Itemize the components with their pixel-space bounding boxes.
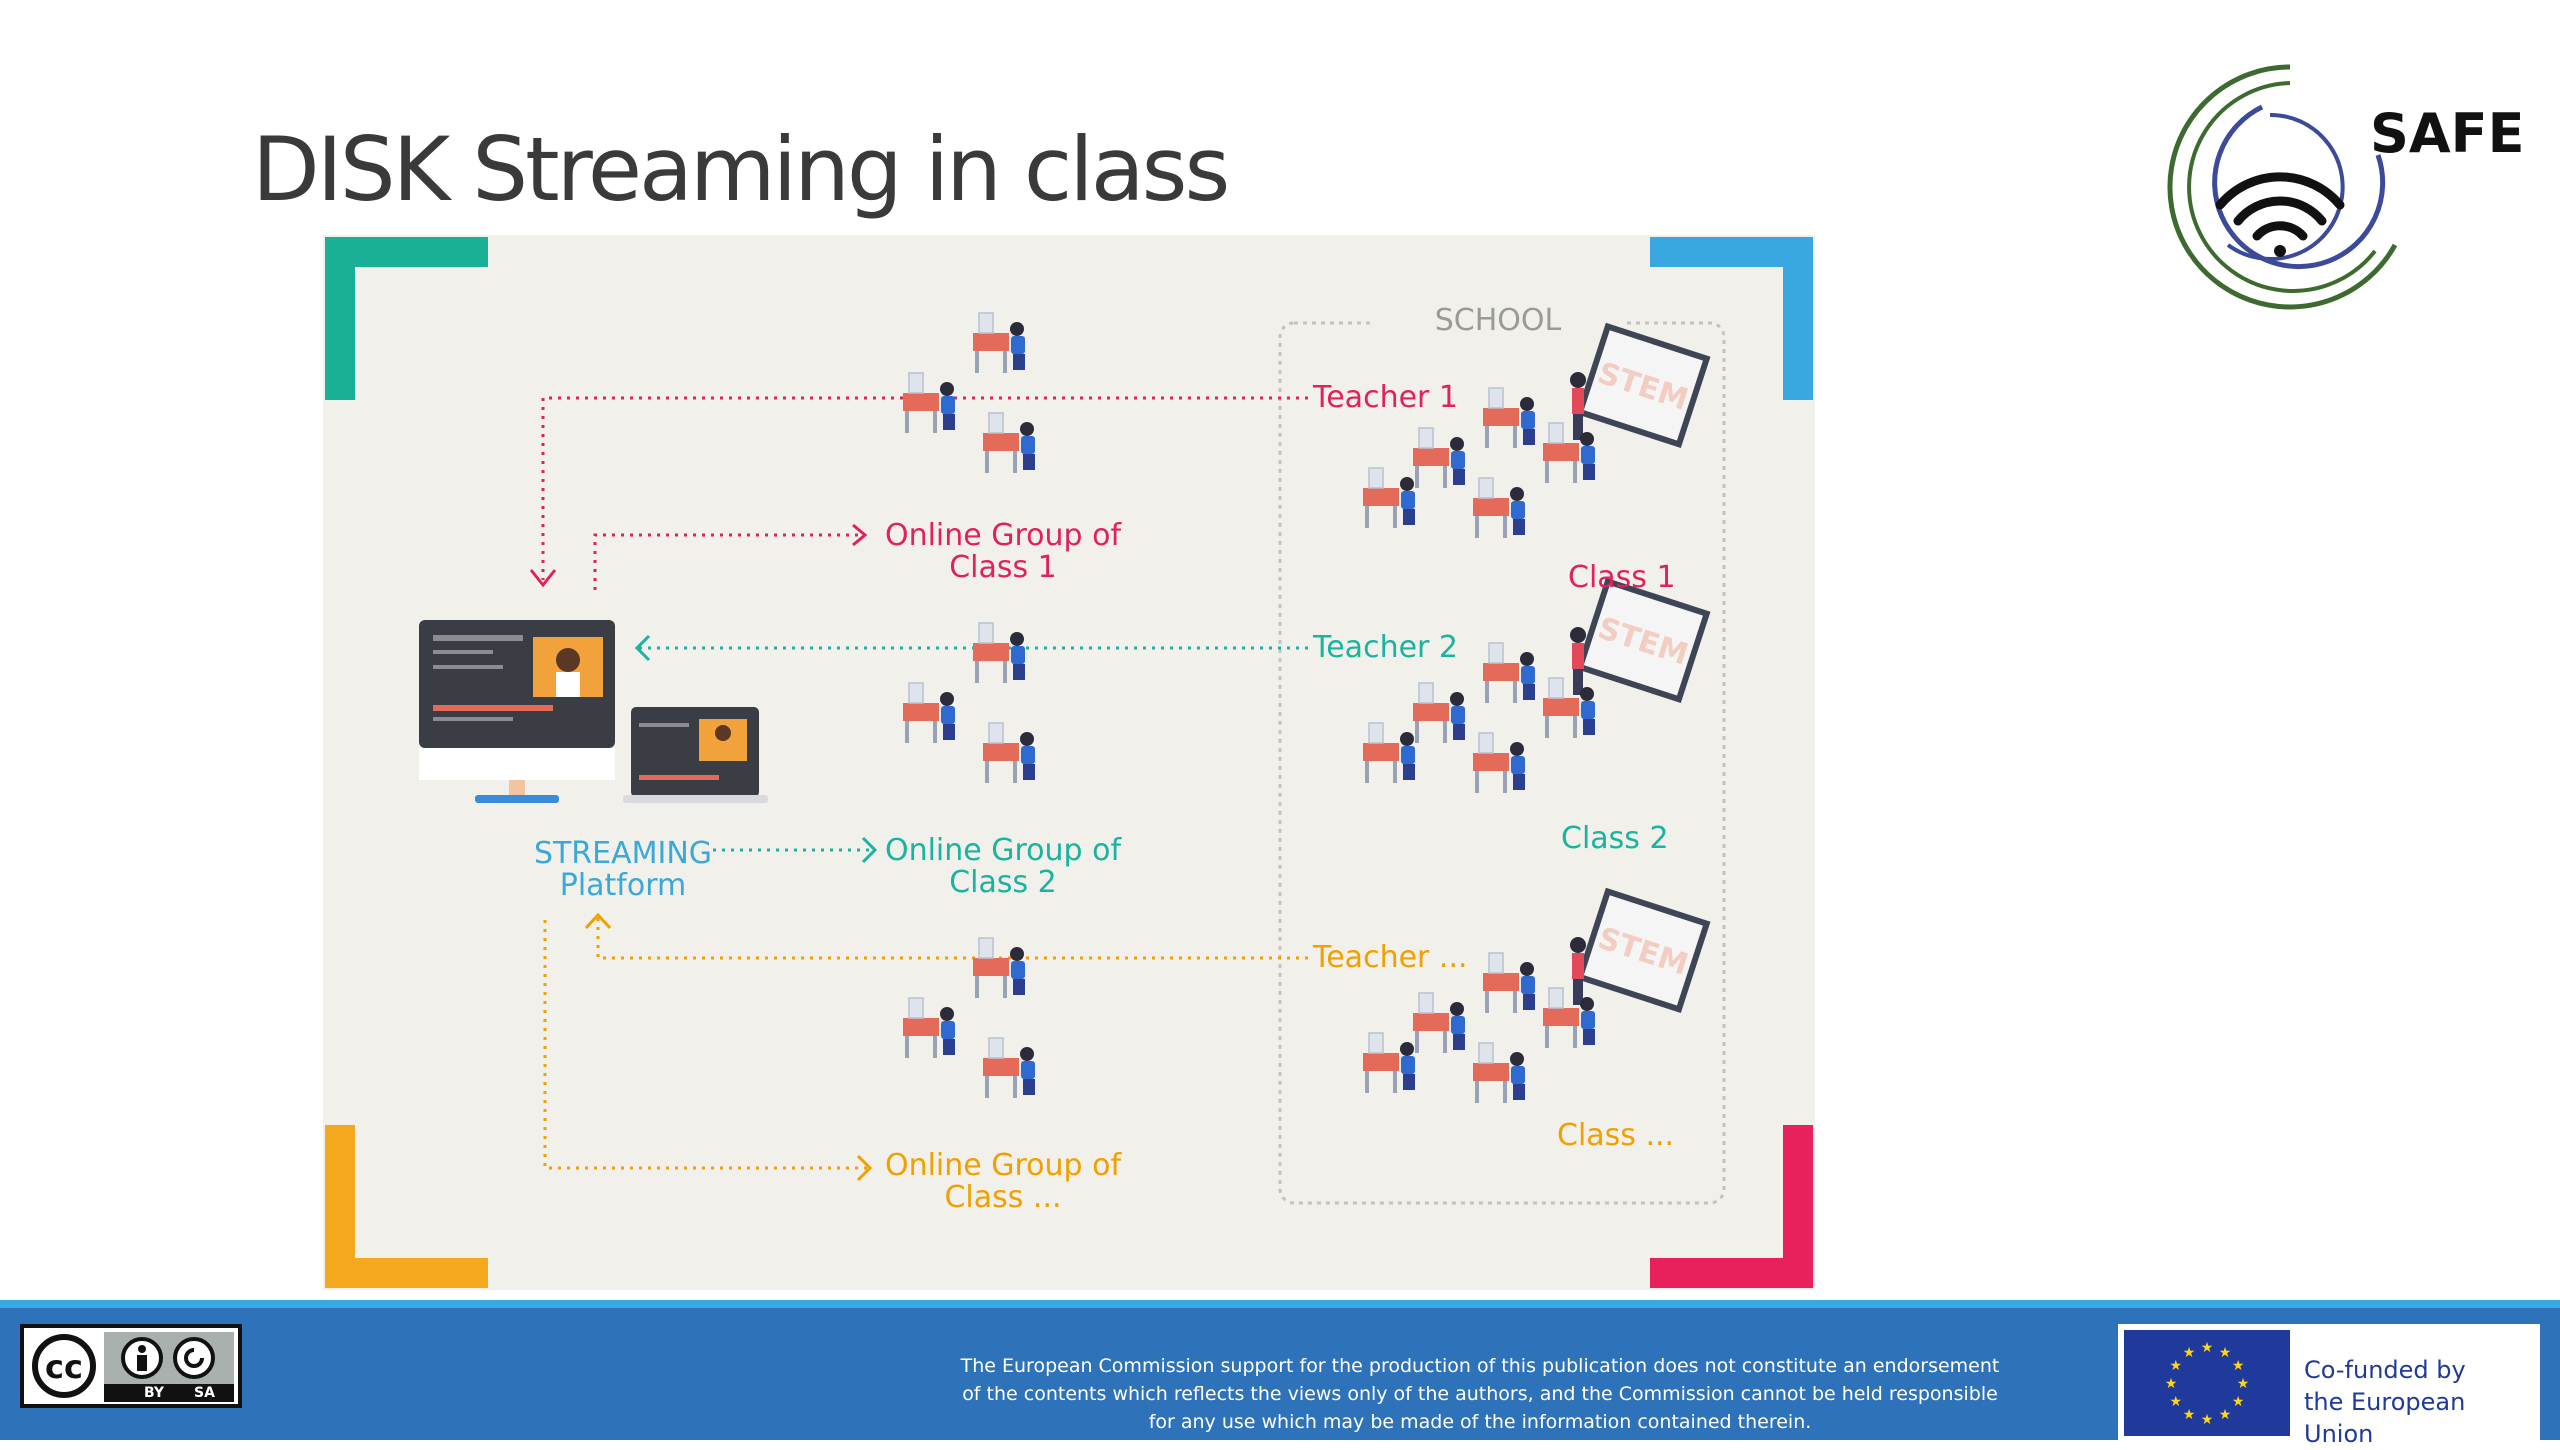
eu-flag-icon: ★★★★★★★★★★★★ — [2124, 1330, 2290, 1436]
platform-label-line1: STREAMING — [533, 836, 713, 871]
creative-commons-icon: cc — [32, 1332, 234, 1402]
slide-title: DISK Streaming in class — [252, 118, 1230, 221]
platform-label: STREAMING Platform — [473, 838, 773, 902]
footer-bar: cc BY SA The European Commission support… — [0, 1300, 2560, 1448]
eu-star: ★ — [2219, 1406, 2232, 1422]
eu-star: ★ — [2201, 1411, 2214, 1427]
logo-text: SAFE — [2370, 102, 2525, 165]
license-by: BY — [144, 1385, 165, 1401]
class-2-label: Class 2 — [1561, 821, 1669, 856]
wifi-icon — [2215, 172, 2345, 257]
license-sa: SA — [194, 1385, 215, 1401]
diagram-graphics: STEM — [325, 237, 1813, 1288]
monitor-icon — [419, 620, 615, 803]
eu-star: ★ — [2232, 1393, 2245, 1409]
eu-star: ★ — [2165, 1375, 2178, 1391]
eu-star: ★ — [2183, 1344, 2196, 1360]
online-group-2-label: Online Group of Class 2 — [884, 833, 1122, 900]
laptop-icon — [623, 707, 768, 803]
online-group-3-label: Online Group of Class ... — [884, 1148, 1122, 1215]
eu-star: ★ — [2219, 1344, 2232, 1360]
license-badge[interactable]: cc BY SA — [20, 1324, 242, 1408]
eu-star: ★ — [2183, 1406, 2196, 1422]
flow-arrows-class1 — [541, 396, 1308, 590]
eu-star: ★ — [2237, 1375, 2250, 1391]
eu-star: ★ — [2170, 1393, 2183, 1409]
eu-disclaimer: The European Commission support for the … — [960, 1355, 2000, 1433]
flow-arrows-class3 — [543, 918, 1308, 1170]
eu-funding-badge: ★★★★★★★★★★★★ Co-funded by the European U… — [2118, 1324, 2540, 1448]
teacher-3-label: Teacher ... — [1313, 940, 1468, 975]
safe-logo — [2167, 64, 2398, 310]
eu-star: ★ — [2201, 1339, 2214, 1355]
eu-star: ★ — [2232, 1357, 2245, 1373]
eu-star: ★ — [2170, 1357, 2183, 1373]
teacher-2-label: Teacher 2 — [1313, 630, 1458, 665]
class-3-label: Class ... — [1557, 1118, 1675, 1153]
corner-brackets — [325, 237, 1813, 1288]
online-group-1-label: Online Group of Class 1 — [884, 518, 1122, 585]
eu-stars: ★★★★★★★★★★★★ — [2165, 1339, 2250, 1427]
logo-rings — [2167, 64, 2398, 310]
school-label: SCHOOL — [1434, 303, 1562, 338]
teacher-1-label: Teacher 1 — [1313, 380, 1458, 415]
streaming-diagram: STEM — [323, 235, 1815, 1290]
eu-funding-text: Co-funded by the European Union — [2304, 1356, 2466, 1448]
svg-text:cc: cc — [45, 1348, 83, 1386]
platform-label-line2: Platform — [559, 868, 687, 903]
class-1-label: Class 1 — [1568, 560, 1676, 595]
